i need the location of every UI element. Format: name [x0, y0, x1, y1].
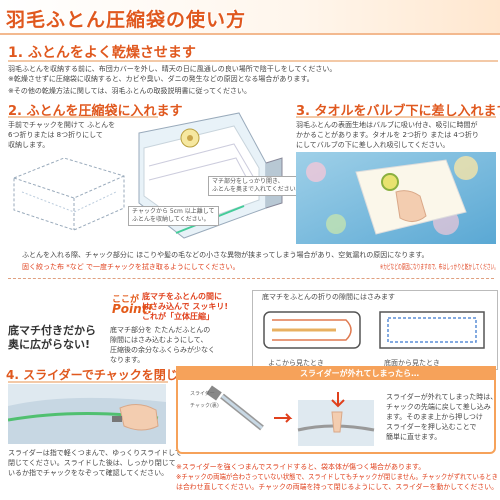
zipper-back-label: チャック(裏) [190, 403, 219, 409]
page-title: 羽毛ふとん圧縮袋の使い方 [6, 9, 247, 31]
arrow-down-icon [331, 392, 345, 408]
point-desc: 圧縮後の余分なふくらみが少なく [110, 346, 215, 354]
slider-off-header [176, 366, 496, 380]
slider-icon [112, 416, 122, 422]
callout-line: ふとんを収納してください。 [132, 216, 210, 223]
step1-underline [8, 60, 498, 62]
step4-line: いるか指でチャックをなぞって確認してください。 [8, 469, 169, 477]
point-badge-top: ここが [112, 295, 140, 305]
step1-note2: ※その他の乾燥方法に関しては、羽毛ふとんの取扱説明書に従ってください。 [8, 87, 251, 95]
section-divider [8, 278, 494, 279]
zipper-warning: ふとんを入れる際、チャック部分に ほこりや髪の毛などの小さな異物が挟まってしまう… [22, 251, 429, 259]
step2-line: 収納します。 [8, 141, 50, 149]
slider-off-title: スライダーが外れてしまったら… [300, 369, 420, 378]
step2-line: 手前でチャックを開けて ふとんを [8, 121, 116, 129]
step2-underline [8, 116, 158, 118]
point-big-line: 奥に広がらない! [8, 338, 91, 351]
arrow-right-icon [274, 413, 293, 423]
step4-line: スライダーは指で軽くつまんで、ゆっくりスライドして [8, 449, 182, 457]
gusset-diagram-drawing [263, 311, 485, 349]
point-line: はさみ込んで スッキリ! [142, 302, 229, 311]
title-divider [0, 33, 500, 35]
point-line: 底マチをふとんの間に [142, 292, 222, 301]
hand [119, 404, 159, 431]
callout-zipper-distance: チャックから 5cm 以上離して ふとんを収納してください。 [128, 206, 219, 226]
step4-line: 閉じてください。スライドした後は、しっかり閉じて [8, 459, 176, 467]
side-view [263, 311, 361, 349]
slider-label: スライダー [190, 391, 215, 397]
point-desc: 底マチ部分を たたんだふとんの [110, 326, 211, 334]
step3-heading: 3. タオルをバルブ下に差し入れます [296, 104, 500, 119]
callout-line: マチ部分をしっかり開き、 [212, 178, 284, 185]
slider-off-line: スライダーを押し込むことで [386, 423, 477, 431]
valve-icon [381, 173, 399, 191]
bottom-note: は合わせ直してください。チャックの両端を持って閉じるようにして、スライダーを動か… [176, 483, 498, 491]
step1-body: 羽毛ふとんを収納する前に、布団カバーを外し、晴天の日に風通しの良い場所で陰干しを… [8, 65, 337, 73]
step3-line: にしてバルブの下に差し入れ吸引してください。 [296, 141, 450, 149]
bottom-view [379, 311, 485, 349]
point-badge: ここが Point! [112, 292, 153, 322]
slider-photo [8, 384, 166, 444]
step4-heading: 4. スライダーでチャックを閉じます [6, 368, 202, 382]
slider-off-line: チャックの先端に戻して差し込み [386, 403, 491, 411]
point-badge-bottom: Point! [112, 302, 153, 316]
callout-line: ふとんを奥まで入れてください。 [212, 186, 302, 193]
bottom-view-label: 底面から見たとき [384, 359, 440, 367]
callout-gusset: マチ部分をしっかり開き、 ふとんを奥まで入れてください。 [208, 176, 306, 196]
point-desc: 隙間にはさみ込むようにして、 [110, 336, 208, 344]
point-big-line: 底マチ付きだから [8, 324, 96, 337]
folded-futon-illustration [13, 157, 125, 231]
bottom-note: ※スライダーを強くつまんでスライドすると、袋本体が傷つく場合があります。 [176, 463, 426, 471]
step3-underline [296, 116, 496, 118]
slider-off-line: ます。そのまま上から押しつけ [386, 413, 483, 421]
step3-line: かかることがあります。タオルを 2つ折り または 4つ折り [296, 131, 479, 139]
side-view-label: よこから見たとき [268, 359, 324, 367]
diagram-heading: 底マチをふとんの折りの隙間にはさみます [262, 293, 395, 301]
hand [395, 190, 427, 222]
slider-off-illustration [206, 385, 375, 446]
callout-line: チャックから 5cm 以上離して [132, 208, 215, 215]
title-band [0, 0, 500, 34]
point-line: これが「立体圧縮」 [142, 312, 214, 321]
step3-line: 羽毛ふとんの表面生地はバルブに吸い付き、吸引に時間が [296, 121, 478, 129]
step2-heading: 2. ふとんを圧縮袋に入れます [8, 104, 183, 119]
step4-underline [8, 381, 168, 383]
point-desc: なります。 [110, 356, 145, 364]
slider-off-line: スライダーが外れてしまった時は、 [386, 393, 498, 401]
step1-note1: ※乾燥させずに圧縮袋に収納すると、カビや臭い、ダニの発生などの原因となる場合があ… [8, 75, 314, 83]
step2-line: 6つ折りまたは 8つ折りにして [8, 131, 103, 139]
towel-photo [296, 152, 496, 244]
mold-note: ※カビなどの原因になりますので、布はしっかりと乾かしてください。 [380, 263, 498, 271]
step1-heading: 1. ふとんをよく乾燥させます [8, 45, 196, 61]
bottom-note: ※チャックの両端が合わさっていない状態で、スライドしてもチャックが閉じません。チ… [176, 473, 498, 481]
zipper-wipe-note: 固く絞った布 *など で一度チャックを拭き取るようにしてください。 [22, 263, 240, 271]
slider-off-line: 簡単に直せます。 [386, 433, 442, 441]
